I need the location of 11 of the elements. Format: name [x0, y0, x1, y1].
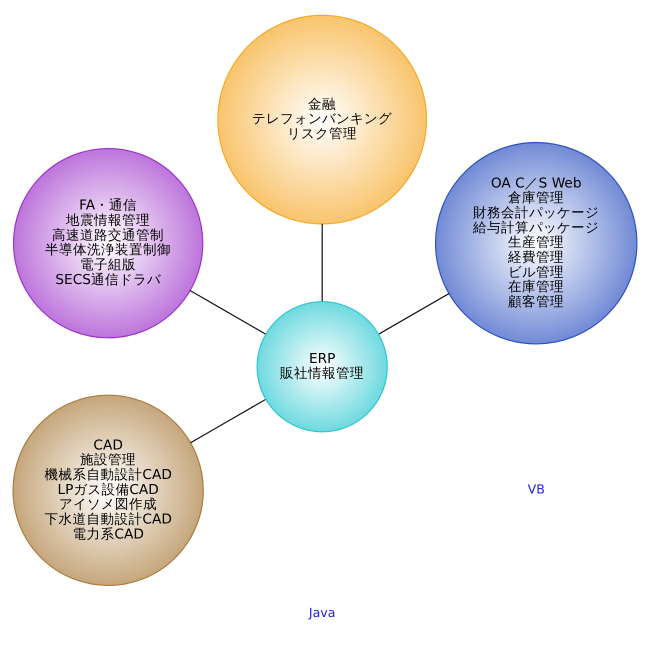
node-circle: 金融 テレフォンバンキング リスク管理 [217, 14, 428, 224]
node-circle: CAD 施設管理 機械系自動設計CAD LPガス設備CAD アイソメ図作成 下水道自動設計CAD 電力系CAD [12, 394, 204, 586]
connector [190, 290, 266, 334]
connector [378, 293, 450, 334]
label: VB [528, 482, 545, 497]
node-circle: OA C／S Web 倉庫管理 財務会計パッケージ 給与計算パッケージ 生産管理 経費管理 ビル管理 在庫管理 顧客管理 [434, 142, 638, 344]
node-circle: ERP 販社情報管理 [256, 301, 388, 432]
label: Java [308, 605, 336, 620]
connector [190, 399, 266, 444]
node-circle: FA・通信 地震情報管理 高速道路交通管制 半導体洗浄装置制御 電子組版 SECS通信ドラバ [12, 148, 204, 338]
connector [322, 224, 323, 302]
